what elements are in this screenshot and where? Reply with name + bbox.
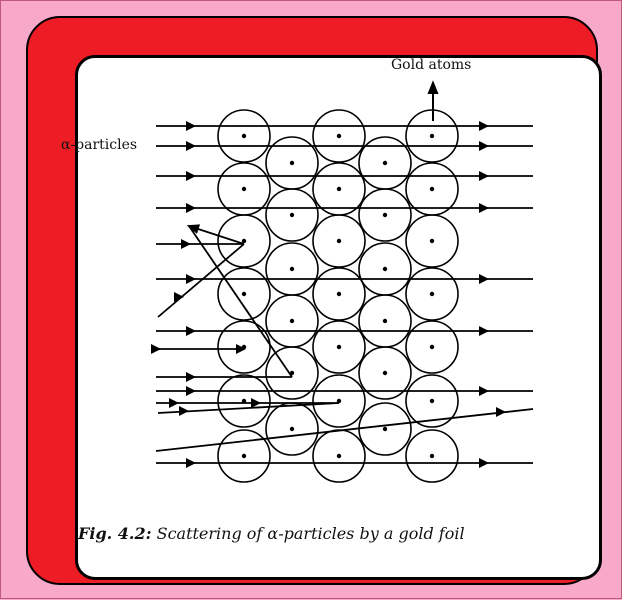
nucleus-dot: [241, 398, 247, 404]
nucleus-dot: [241, 133, 247, 139]
alpha-path-angled: [155, 408, 534, 452]
beam-arrow-mid: [251, 398, 261, 408]
caption-text: Scattering of α-particles by a gold foil: [151, 524, 465, 543]
figure-caption: Fig. 4.2: Scattering of α-particles by a…: [78, 524, 465, 543]
nucleus-dot: [241, 238, 247, 244]
beam-arrow-left: [186, 326, 196, 336]
beam-arrow-right: [479, 171, 489, 181]
nucleus-dot: [336, 238, 342, 244]
gold-atom: [405, 320, 459, 374]
beam-arrow-right: [479, 203, 489, 213]
gold-atom: [358, 346, 412, 400]
gold-atom: [405, 267, 459, 321]
nucleus-dot: [382, 212, 388, 218]
beam-arrow-right: [479, 141, 489, 151]
beam-arrow-left: [186, 171, 196, 181]
beam-arrow-in: [236, 344, 246, 354]
gold-atom: [405, 429, 459, 483]
beam-arrow-left: [186, 203, 196, 213]
beam-arrow-right: [496, 407, 506, 417]
beam-arrow-right: [479, 386, 489, 396]
nucleus-dot: [336, 344, 342, 350]
beam-arrow-deflected: [174, 292, 184, 302]
beam-arrow-right: [479, 274, 489, 284]
nucleus-dot: [429, 291, 435, 297]
figure-panel: [75, 55, 602, 580]
nucleus-dot: [382, 266, 388, 272]
gold-atom: [217, 267, 271, 321]
nucleus-dot: [382, 318, 388, 324]
nucleus-dot: [429, 453, 435, 459]
gold-atom: [312, 109, 366, 163]
nucleus-dot: [289, 212, 295, 218]
nucleus-dot: [382, 426, 388, 432]
beam-arrow-left: [186, 274, 196, 284]
nucleus-dot: [429, 344, 435, 350]
nucleus-dot: [241, 453, 247, 459]
beam-arrow-back: [151, 344, 161, 354]
nucleus-dot: [241, 291, 247, 297]
nucleus-dot: [382, 160, 388, 166]
gold-atom: [217, 320, 271, 374]
beam-arrow-left: [186, 386, 196, 396]
gold-atom: [217, 374, 271, 428]
nucleus-dot: [241, 186, 247, 192]
beam-arrow-left: [181, 239, 191, 249]
alpha-particles-label: α-particles: [61, 137, 137, 153]
nucleus-dot: [429, 238, 435, 244]
gold-atom: [312, 374, 366, 428]
alpha-particle-paths: [151, 121, 534, 468]
nucleus-dot: [289, 160, 295, 166]
alpha-path-deflected-back: [157, 243, 245, 318]
nucleus-dot: [336, 133, 342, 139]
beam-arrow-right: [479, 121, 489, 131]
beam-arrow-left: [169, 398, 179, 408]
gold-atom: [405, 374, 459, 428]
gold-atoms-label: Gold atoms: [391, 57, 471, 73]
gold-atom: [265, 188, 319, 242]
beam-arrow-left: [186, 458, 196, 468]
gold-atom: [217, 429, 271, 483]
beam-arrow-right: [479, 458, 489, 468]
gold-atom: [312, 320, 366, 374]
gold-atom: [405, 214, 459, 268]
beam-arrow-back: [179, 406, 189, 416]
gold-atom-lattice: [217, 109, 459, 483]
nucleus-dot: [429, 133, 435, 139]
alpha-path-deflected-up: [186, 224, 245, 245]
beam-arrow-left: [186, 121, 196, 131]
nucleus-dot: [336, 186, 342, 192]
nucleus-dot: [289, 426, 295, 432]
red-border-frame: [26, 16, 602, 585]
nucleus-dot: [429, 186, 435, 192]
nucleus-dot: [336, 398, 342, 404]
nucleus-dot: [336, 453, 342, 459]
gold-atom: [217, 214, 271, 268]
figure-number: Fig. 4.2:: [78, 524, 152, 543]
nucleus-dot: [289, 266, 295, 272]
gold-atom: [265, 346, 319, 400]
nucleus-dot: [429, 398, 435, 404]
nucleus-dot: [382, 370, 388, 376]
gold-atom: [217, 109, 271, 163]
gold-atom: [312, 267, 366, 321]
gold-atom: [358, 188, 412, 242]
beam-arrow-left: [186, 372, 196, 382]
beam-arrow-left: [186, 141, 196, 151]
nucleus-dot: [336, 291, 342, 297]
alpha-path-scattered: [188, 225, 293, 378]
gold-atom: [312, 214, 366, 268]
beam-arrow-right: [479, 326, 489, 336]
nucleus-dot: [289, 318, 295, 324]
